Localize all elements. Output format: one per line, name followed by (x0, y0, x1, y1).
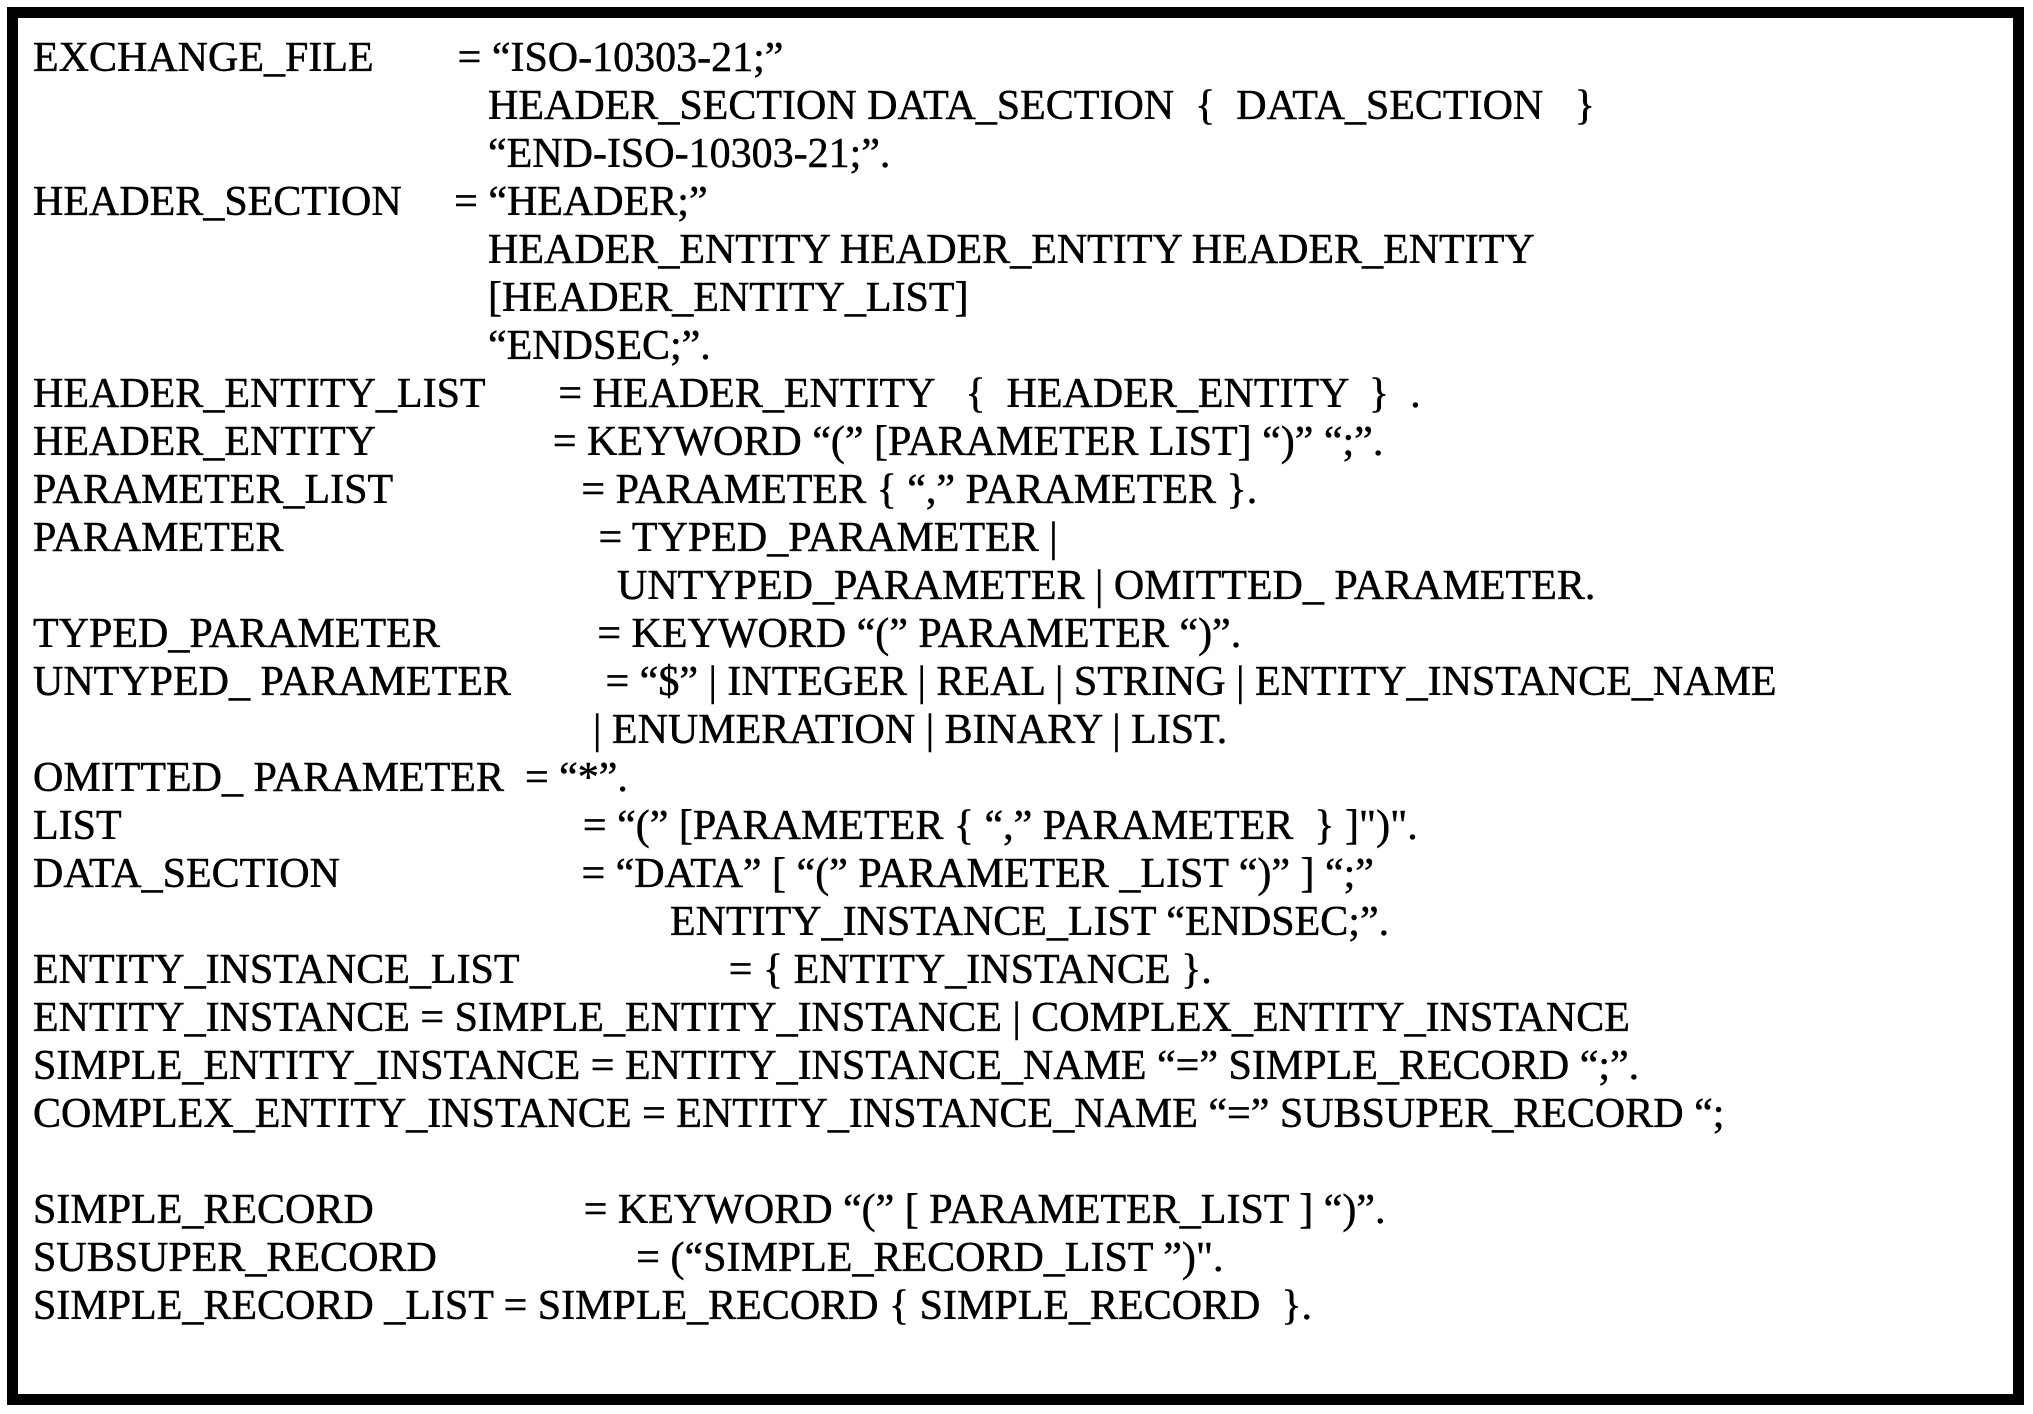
grammar-line: “END-ISO-10303-21;”. (488, 131, 891, 178)
grammar-line: “ENDSEC;”. (488, 323, 711, 370)
grammar-line: EXCHANGE_FILE = “ISO-10303-21;” (33, 35, 784, 82)
grammar-line (33, 1138, 2007, 1186)
grammar-line: PARAMETER_LIST = PARAMETER { “,” PARAMET… (33, 467, 1258, 514)
grammar-line: OMITTED_ PARAMETER = “*”. (33, 755, 628, 802)
grammar-line: HEADER_SECTION DATA_SECTION { DATA_SECTI… (488, 83, 1595, 130)
grammar-box-frame: EXCHANGE_FILE = “ISO-10303-21;”HEADER_SE… (7, 7, 2024, 1405)
grammar-line: SIMPLE_RECORD = KEYWORD “(” [ PARAMETER_… (33, 1187, 1386, 1234)
grammar-line: HEADER_ENTITY = KEYWORD “(” [PARAMETER L… (33, 419, 1384, 466)
grammar-line: HEADER_ENTITY_LIST = HEADER_ENTITY { HEA… (33, 371, 1421, 418)
grammar-line: SIMPLE_RECORD _LIST = SIMPLE_RECORD { SI… (33, 1283, 1313, 1330)
grammar-line: SIMPLE_ENTITY_INSTANCE = ENTITY_INSTANCE… (33, 1043, 1640, 1090)
grammar-line: LIST = “(” [PARAMETER { “,” PARAMETER } … (33, 803, 1418, 850)
grammar-line: UNTYPED_PARAMETER | OMITTED_ PARAMETER. (617, 563, 1596, 610)
grammar-line: HEADER_ENTITY HEADER_ENTITY HEADER_ENTIT… (488, 227, 1535, 274)
grammar-line: SUBSUPER_RECORD = (“SIMPLE_RECORD_LIST ”… (33, 1235, 1224, 1282)
grammar-line: COMPLEX_ENTITY_INSTANCE = ENTITY_INSTANC… (33, 1091, 1725, 1138)
grammar-line: | ENUMERATION | BINARY | LIST. (593, 707, 1228, 754)
grammar-text-block: EXCHANGE_FILE = “ISO-10303-21;”HEADER_SE… (18, 18, 2013, 1394)
grammar-line: HEADER_SECTION = “HEADER;” (33, 179, 708, 226)
grammar-line: ENTITY_INSTANCE = SIMPLE_ENTITY_INSTANCE… (33, 995, 1630, 1042)
grammar-line: ENTITY_INSTANCE_LIST “ENDSEC;”. (670, 899, 1390, 946)
grammar-line: PARAMETER = TYPED_PARAMETER | (33, 515, 1058, 562)
grammar-line: [HEADER_ENTITY_LIST] (488, 275, 969, 322)
grammar-line: UNTYPED_ PARAMETER = “$” | INTEGER | REA… (33, 659, 1777, 706)
grammar-line: DATA_SECTION = “DATA” [ “(” PARAMETER _L… (33, 851, 1374, 898)
grammar-line: TYPED_PARAMETER = KEYWORD “(” PARAMETER … (33, 611, 1242, 658)
grammar-line: ENTITY_INSTANCE_LIST = { ENTITY_INSTANCE… (33, 947, 1212, 994)
